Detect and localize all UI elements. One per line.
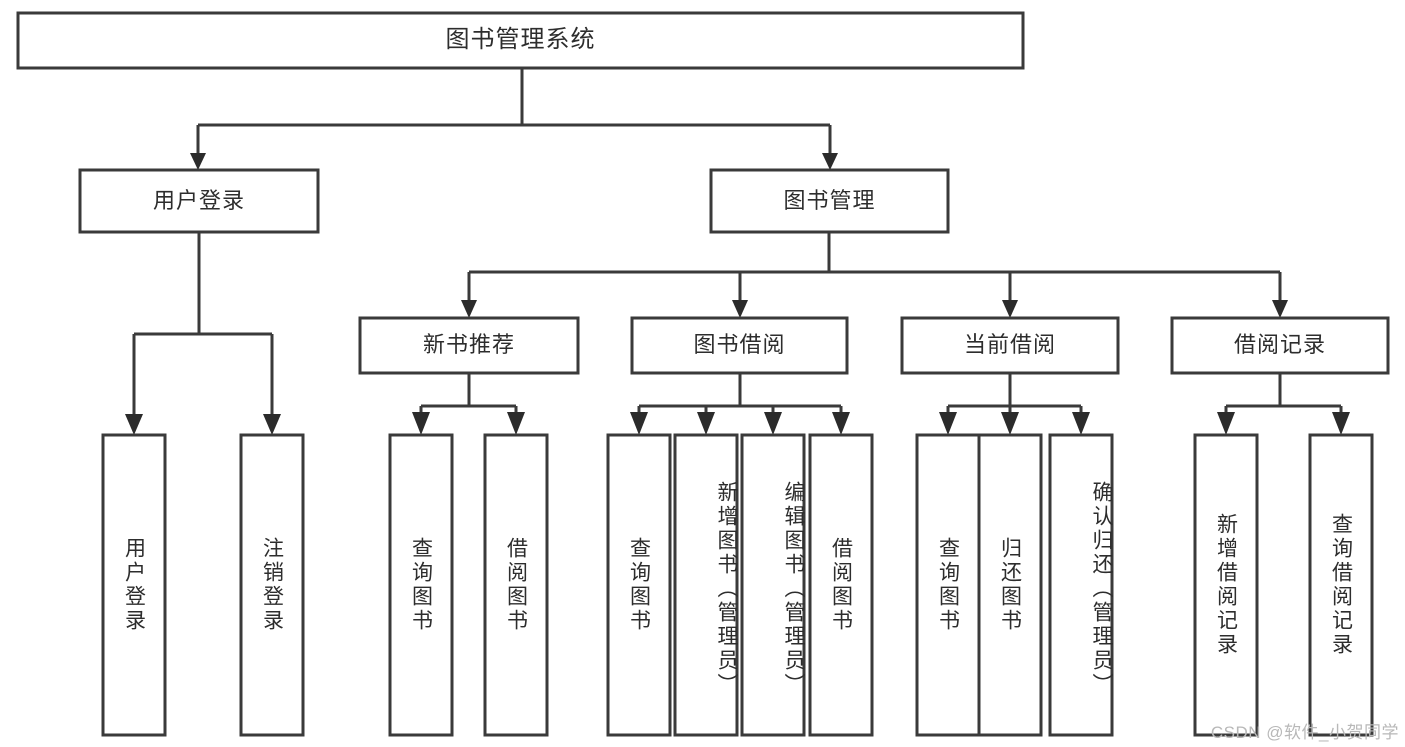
arrowhead-leaf-br-add bbox=[1217, 412, 1235, 435]
arrowhead-to-book-manage bbox=[822, 153, 838, 170]
node-box-leaf-cb-confirm-return[interactable] bbox=[1048, 433, 1114, 737]
node-box-leaf-br-add-record[interactable] bbox=[1193, 433, 1259, 737]
arrowhead-leaf-br-query bbox=[1332, 412, 1350, 435]
arrowhead-leaf-cb-confirm bbox=[1072, 412, 1090, 435]
arrowhead-to-new-book-rec bbox=[461, 300, 477, 318]
arrowhead-leaf-cb-query bbox=[939, 412, 957, 435]
node-box-book-borrow[interactable] bbox=[630, 316, 849, 375]
node-box-book-management[interactable] bbox=[709, 168, 950, 234]
arrowhead-leaf-cb-return bbox=[1001, 412, 1019, 435]
connector-bookmgmt-to-level3 bbox=[467, 232, 1282, 302]
node-box-leaf-cb-return-book[interactable] bbox=[977, 433, 1043, 737]
arrowhead-leaf-bb-edit bbox=[764, 412, 782, 435]
node-box-leaf-bb-add-book[interactable] bbox=[673, 433, 739, 737]
connector-borrowrecord-to-leaves bbox=[1224, 373, 1343, 418]
node-box-current-borrow[interactable] bbox=[900, 316, 1120, 375]
node-box-leaf-nb-query-book[interactable] bbox=[388, 433, 454, 737]
node-box-leaf-bb-edit-book[interactable] bbox=[740, 433, 806, 737]
arrowhead-leaf-bb-query bbox=[630, 412, 648, 435]
arrowhead-to-book-borrow bbox=[732, 300, 748, 318]
arrowhead-to-user-login bbox=[190, 153, 206, 170]
connector-newbook-to-leaves bbox=[419, 373, 518, 418]
watermark-text: CSDN @软件_小贺同学 bbox=[1210, 723, 1399, 742]
node-box-leaf-bb-borrow-book[interactable] bbox=[808, 433, 874, 737]
node-box-leaf-br-query-record[interactable] bbox=[1308, 433, 1374, 737]
node-box-borrow-record[interactable] bbox=[1170, 316, 1390, 375]
connector-root-to-level2 bbox=[196, 68, 832, 155]
arrowhead-leaf-nb-query bbox=[412, 412, 430, 435]
node-box-leaf-cb-query-book[interactable] bbox=[915, 433, 981, 737]
connector-userlogin-to-leaves bbox=[132, 232, 274, 418]
node-box-user-login[interactable] bbox=[78, 168, 320, 234]
node-box-leaf-bb-query-book[interactable] bbox=[606, 433, 672, 737]
node-box-root[interactable] bbox=[16, 11, 1025, 70]
arrowhead-leaf-bb-borrow bbox=[832, 412, 850, 435]
arrowhead-leaf-logout bbox=[263, 414, 281, 435]
arrowhead-to-borrow-record bbox=[1272, 300, 1288, 318]
connector-bookborrow-to-leaves bbox=[637, 373, 843, 418]
node-box-leaf-nb-borrow-book[interactable] bbox=[483, 433, 549, 737]
arrowhead-leaf-user-login bbox=[125, 414, 143, 435]
arrowhead-leaf-bb-add bbox=[697, 412, 715, 435]
arrowhead-leaf-nb-borrow bbox=[507, 412, 525, 435]
connector-currentborrow-to-leaves bbox=[946, 373, 1083, 418]
node-box-new-book-recommend[interactable] bbox=[358, 316, 580, 375]
node-box-leaf-user-login[interactable] bbox=[101, 433, 167, 737]
arrowhead-to-current-borrow bbox=[1002, 300, 1018, 318]
node-box-leaf-logout[interactable] bbox=[239, 433, 305, 737]
